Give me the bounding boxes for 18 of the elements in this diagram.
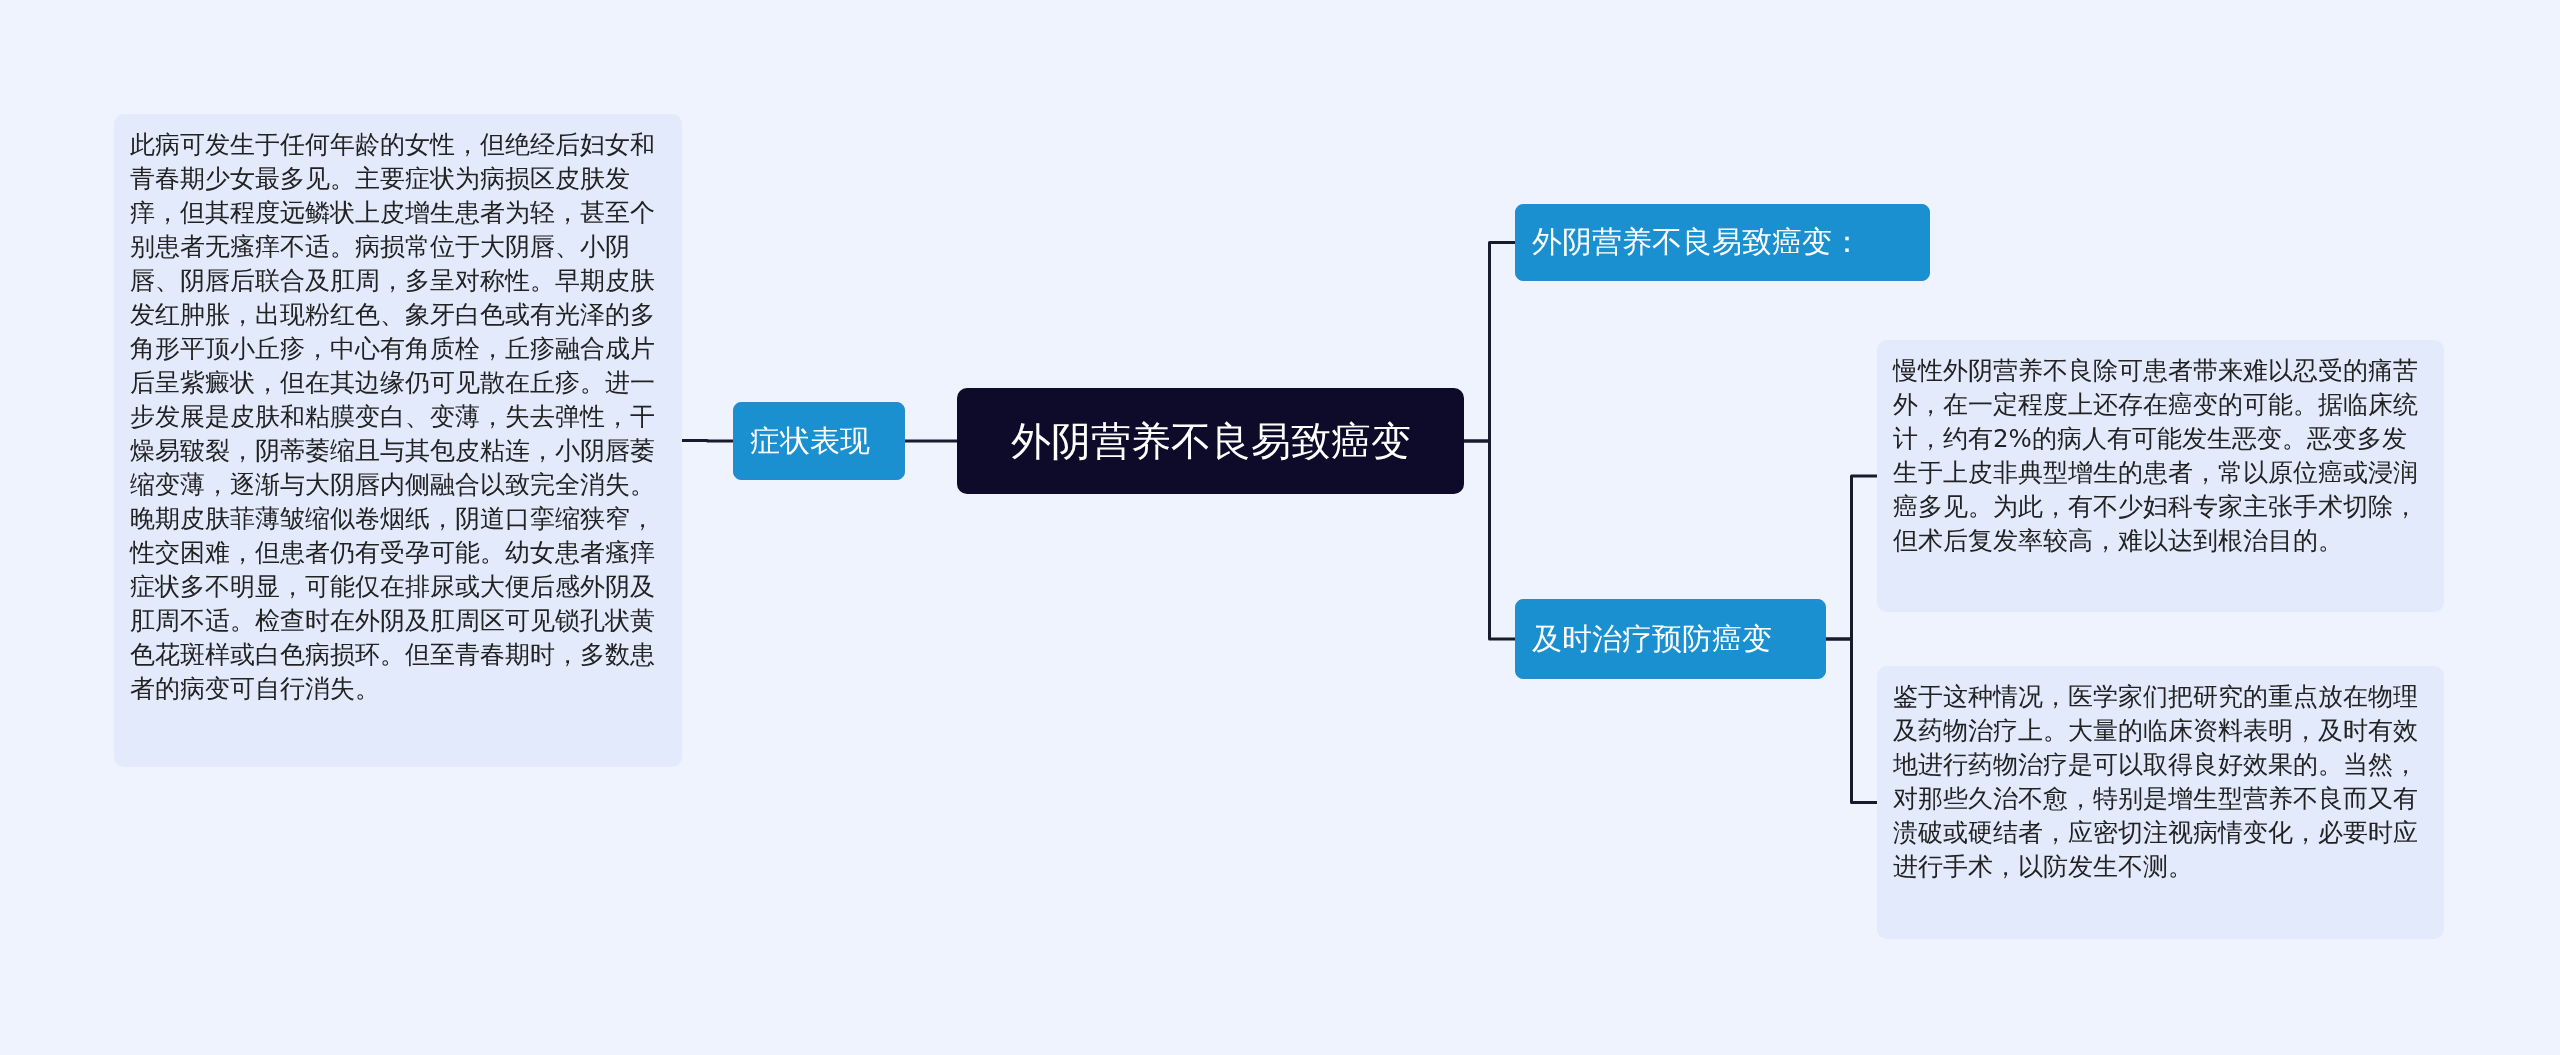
topic-box [1515, 204, 1930, 281]
topic-text: 外阴营养不良易致癌变： [1532, 223, 1862, 261]
note-card [1877, 666, 2444, 939]
topic-text: 及时治疗预防癌变 [1532, 619, 1772, 658]
topic-text: 症状表现 [750, 421, 870, 460]
topic-box [733, 402, 905, 480]
connector-line [1826, 637, 1877, 804]
central-topic-text: 外阴营养不良易致癌变 [1010, 416, 1411, 466]
topic-box [1515, 599, 1826, 679]
note-card [114, 114, 682, 767]
connector-line [905, 439, 957, 443]
connector-line [1464, 439, 1515, 641]
note-card [1877, 340, 2444, 612]
connector-line [682, 439, 733, 443]
central-topic-box [957, 388, 1464, 494]
note-text: 鉴于这种情况，医学家们把研究的重点放在物理及药物治疗上。大量的临床资料表明，及时有效地进行药物治疗是可以取得良好效果的。当然，对那些久治不愈，特别是增生型营养不良而又有溃破或硬结者，应密切注视病情变化，必要时应进行手术，以防发生不测。 [1893, 681, 2419, 883]
note-text: 慢性外阴营养不良除可患者带来难以忍受的痛苦外，在一定程度上还存在癌变的可能。据临床统计，约有2%的病人有可能发生恶变。恶变多发生于上皮非典型增生的患者，常以原位癌或浸润癌多见。为此，有不少妇科专家主张手术切除，但术后复发率较高，难以达到根治目的。 [1893, 355, 2419, 557]
note-text: 此病可发生于任何年龄的女性，但绝经后妇女和青春期少女最多见。主要症状为病损区皮肤发痒，但其程度远鳞状上皮增生患者为轻，甚至个别患者无瘙痒不适。病损常位于大阴唇、小阴唇、阴唇后联合及肛周，多呈对称性。早期皮肤发红肿胀，出现粉红色、象牙白色或有光泽的多角形平顶小丘疹，中心有角质栓，丘疹融合成片后呈紫癜状，但在其边缘仍可见散在丘疹。进一步发展是皮肤和粘膜变白、变薄，失去弹性，干燥易皲裂，阴蒂萎缩且与其包皮粘连，小阴唇萎缩变薄，逐渐与大阴唇内侧融合以致完全消失。晚期皮肤菲薄皱缩似卷烟纸，阴道口挛缩狭窄，性交困难，但患者仍有受孕可能。幼女患者瘙痒症状多不明显，可能仅在排尿或大便后感外阴及肛周不适。检查时在外阴及肛周区可见锁孔状黄色花斑样或白色病损环。但至青春期时，多数患者的病变可自行消失。 [130, 129, 656, 705]
